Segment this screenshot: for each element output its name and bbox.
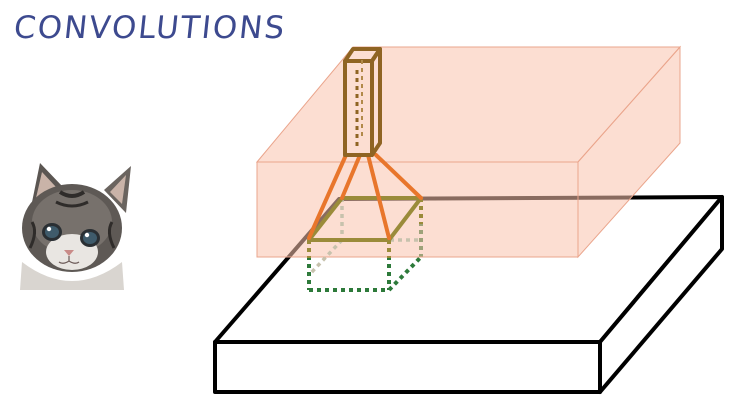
- image-patch-front-dotted: [307, 198, 423, 258]
- image-patch-back-edges: [307, 198, 421, 277]
- kernel-projection-lines: [307, 153, 423, 240]
- input-slab-front: [213, 340, 602, 394]
- input-slab-side: [598, 195, 724, 394]
- output-volume-side: [577, 45, 681, 259]
- kitten-photo-icon: [20, 163, 131, 290]
- output-column: [343, 47, 382, 157]
- output-volume-front: [256, 161, 579, 258]
- output-column-side: [370, 47, 382, 157]
